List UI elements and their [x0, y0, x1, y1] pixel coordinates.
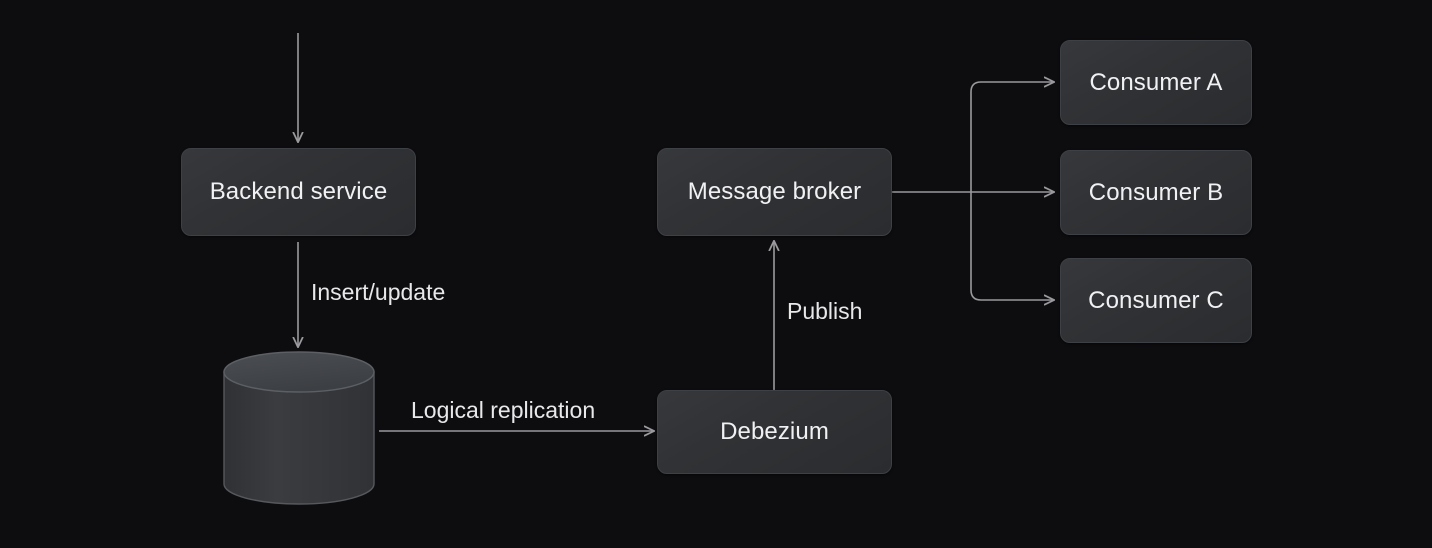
node-backend-service-label: Backend service	[209, 178, 388, 205]
edge-label-logical-replication: Logical replication	[411, 397, 596, 423]
node-message-broker-label: Message broker	[687, 178, 862, 205]
node-consumer-a[interactable]: Consumer A	[1060, 40, 1252, 125]
node-consumer-c-label: Consumer C	[1088, 286, 1224, 314]
node-consumer-a-label: Consumer A	[1089, 68, 1223, 96]
edge-label-publish: Publish	[787, 298, 863, 324]
node-consumer-c[interactable]: Consumer C	[1060, 258, 1252, 343]
edge-label-insert-update: Insert/update	[311, 279, 446, 305]
node-message-broker[interactable]: Message broker	[657, 148, 892, 236]
edge-fanout-consumer-a	[970, 82, 1054, 193]
database-cylinder	[223, 351, 375, 505]
node-consumer-b[interactable]: Consumer B	[1060, 150, 1252, 235]
node-backend-service[interactable]: Backend service	[181, 148, 416, 236]
node-debezium-label: Debezium	[720, 418, 829, 445]
node-debezium[interactable]: Debezium	[657, 390, 892, 474]
edge-fanout-consumer-c	[970, 192, 1054, 300]
node-consumer-b-label: Consumer B	[1088, 178, 1224, 206]
